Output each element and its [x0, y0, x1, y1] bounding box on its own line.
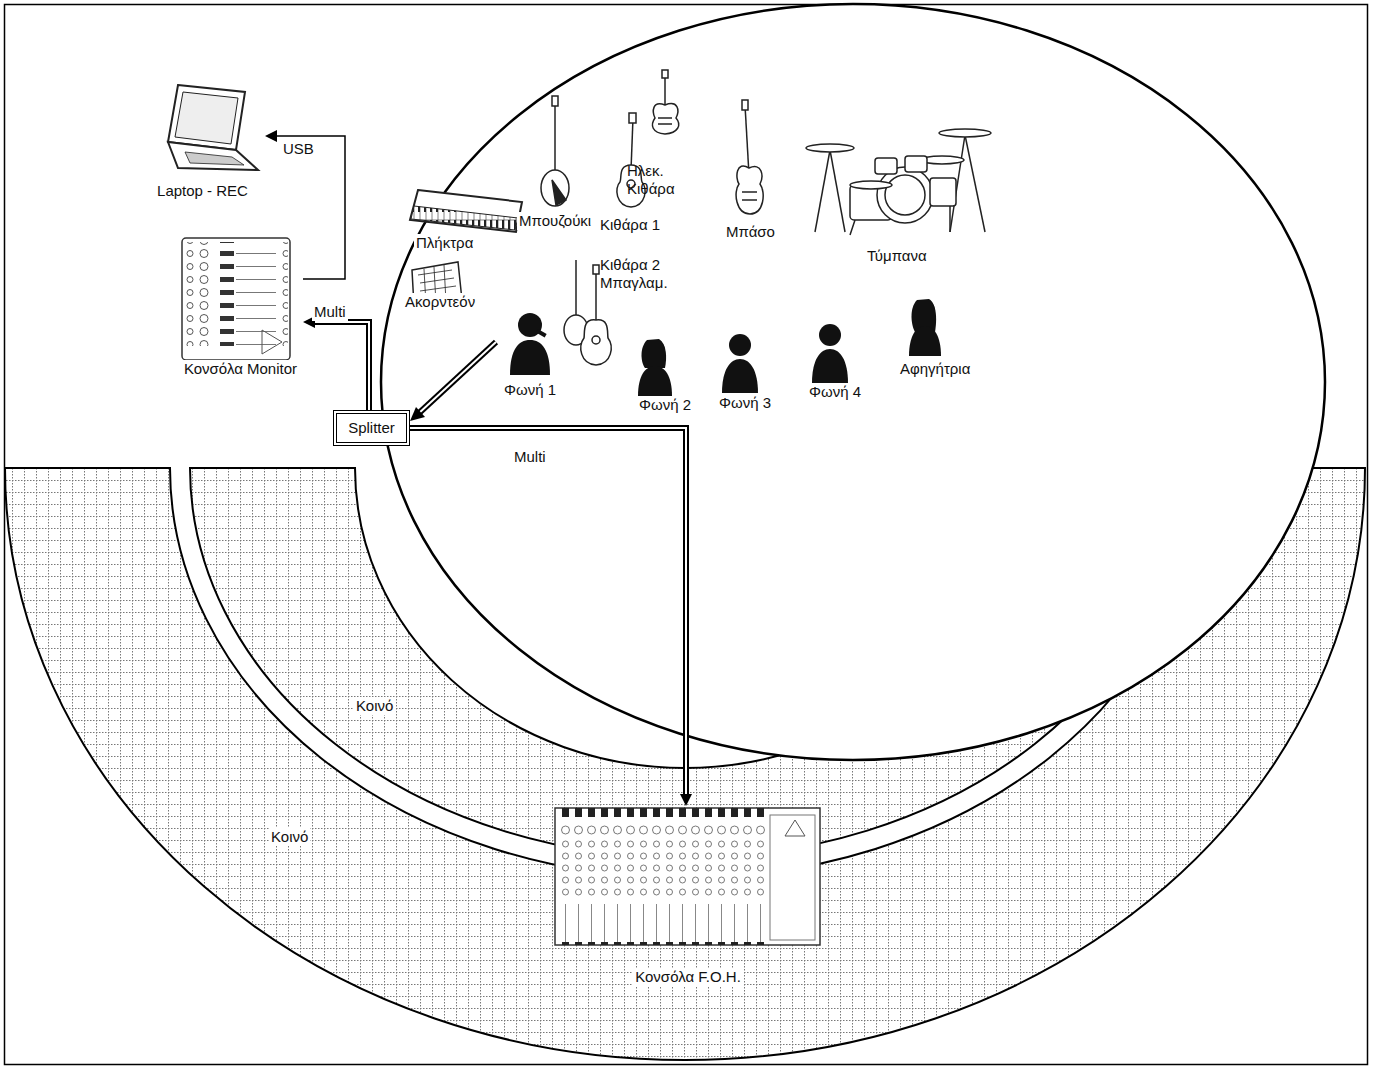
drums-icon	[806, 129, 991, 235]
instrument-label: Κιθάρα 1	[598, 216, 662, 234]
bass-icon	[736, 100, 763, 214]
splitter-box: Splitter	[333, 410, 410, 446]
instrument-label: Αφηγήτρια	[898, 360, 972, 378]
cable-label: Multi	[512, 448, 548, 466]
instrument-label: Κοινό	[269, 828, 310, 846]
instrument-label: Πλήκτρα	[414, 234, 475, 252]
instrument-label: Κιθάρα 2 Μπαγλαμ.	[598, 256, 676, 292]
foh-console-icon	[555, 808, 820, 945]
instrument-label: Μπάσο	[724, 223, 777, 241]
node-label: Κονσόλα Monitor	[182, 360, 299, 378]
instrument-label: Ηλεκ. Κιθάρα	[625, 162, 687, 198]
foh-console-node: Κονσόλα F.O.H.	[548, 806, 828, 986]
instrument-label: Μπουζούκι	[517, 212, 593, 230]
node-label: Laptop - REC	[155, 182, 250, 200]
cable-label: USB	[281, 140, 316, 158]
stage	[381, 4, 1325, 760]
instrument-label: Ακορντεόν	[403, 293, 477, 311]
laptop-icon	[168, 85, 258, 170]
singer-silhouettes	[510, 299, 941, 396]
stage-snake	[410, 342, 496, 421]
node-label: Splitter	[346, 419, 397, 437]
multicore-cable	[410, 428, 692, 806]
instrument-label: Φωνή 2	[637, 396, 693, 414]
cable-label: Multi	[312, 303, 348, 321]
instrument-label: Φωνή 1	[502, 381, 558, 399]
keyboard-icon	[410, 190, 522, 232]
instrument-label: Φωνή 4	[807, 383, 863, 401]
multicore-cable	[303, 316, 369, 410]
instrument-label: Φωνή 3	[717, 394, 773, 412]
bouzouki-icon	[541, 96, 569, 206]
frame	[5, 5, 1368, 1065]
usb-cable	[265, 130, 345, 279]
monitor-console-node: Κονσόλα Monitor	[178, 237, 303, 378]
electric-guitar-icon	[652, 70, 678, 134]
laptop-node: Laptop - REC	[140, 78, 265, 200]
instrument-label: Κοινό	[354, 697, 395, 715]
monitor-console-icon	[182, 238, 290, 360]
instrument-label: Τύμπανα	[865, 247, 929, 265]
node-label: Κονσόλα F.O.H.	[633, 968, 743, 986]
